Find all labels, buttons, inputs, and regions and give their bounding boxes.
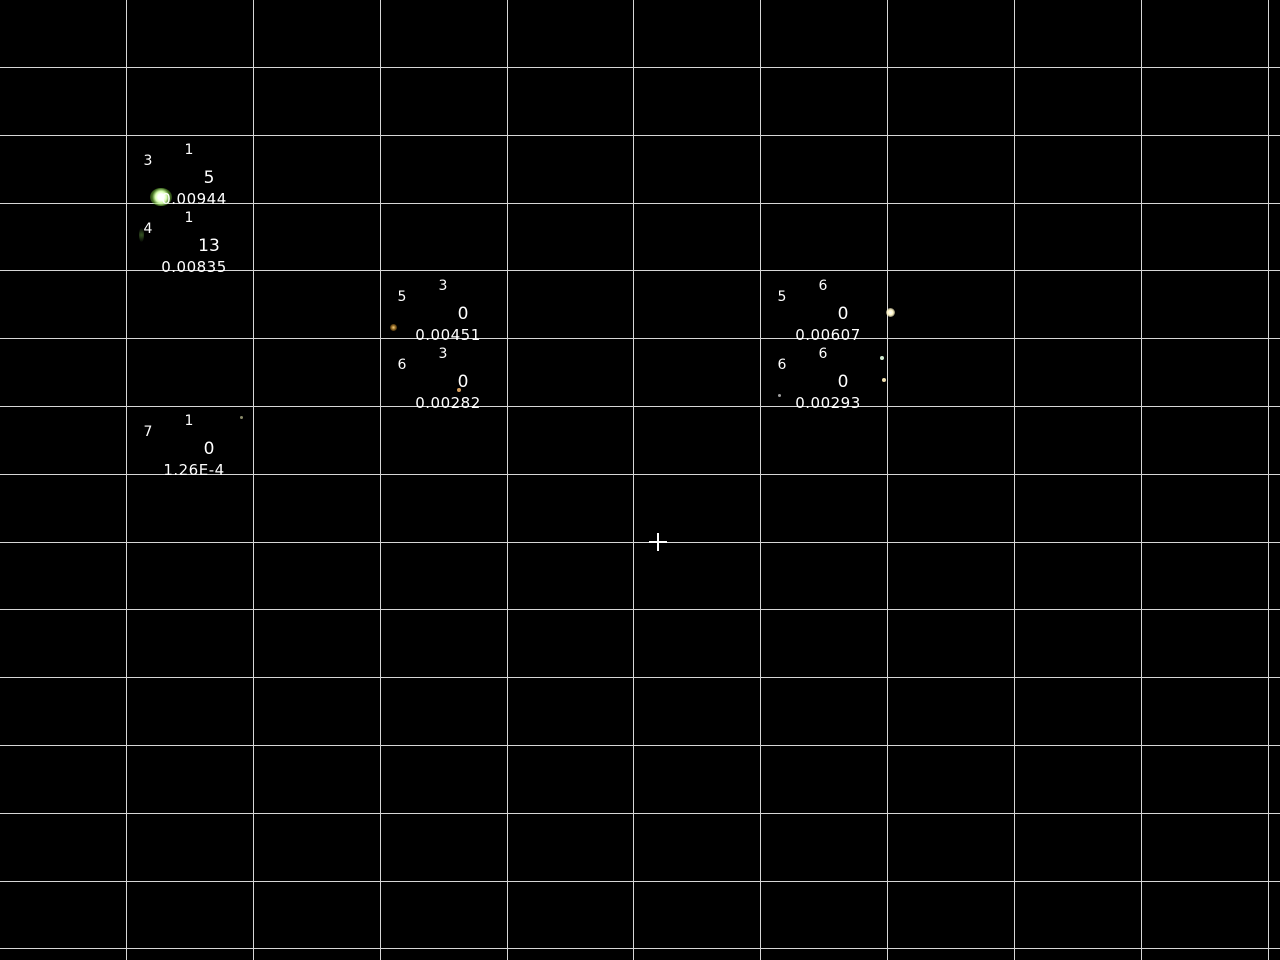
cell-col-index: 4 bbox=[143, 221, 153, 237]
cell-annotation: 1 3 5 0.00944 bbox=[127, 136, 253, 208]
cell-value: 1.26E-4 bbox=[163, 461, 225, 479]
cell-count: 0 bbox=[837, 372, 849, 392]
cell-count: 5 bbox=[203, 168, 215, 188]
cell-row-index: 6 bbox=[818, 278, 828, 294]
cell-row-index: 1 bbox=[184, 413, 194, 429]
star-faint bbox=[882, 378, 886, 382]
cell-annotation: 6 5 0 0.00607 bbox=[761, 272, 887, 344]
cell-count: 0 bbox=[457, 304, 469, 324]
star-faint bbox=[880, 356, 884, 360]
crosshair-cursor bbox=[649, 533, 667, 551]
cell-col-index: 3 bbox=[143, 153, 153, 169]
cell-value: 0.00293 bbox=[795, 394, 861, 412]
cell-value: 0.00451 bbox=[415, 326, 481, 344]
cell-annotation: 1 4 13 0.00835 bbox=[127, 204, 253, 276]
star-faint bbox=[457, 388, 461, 392]
star-dim bbox=[139, 228, 144, 242]
grid-horizontal-lines bbox=[0, 67, 1280, 949]
cell-row-index: 6 bbox=[818, 346, 828, 362]
star-faint bbox=[240, 416, 243, 419]
star-bright bbox=[150, 188, 172, 206]
cell-count: 0 bbox=[837, 304, 849, 324]
cell-annotation: 3 5 0 0.00451 bbox=[381, 272, 507, 344]
cell-row-index: 3 bbox=[438, 346, 448, 362]
cell-annotation: 3 6 0 0.00282 bbox=[381, 340, 507, 412]
cell-annotation: 6 6 0 0.00293 bbox=[761, 340, 887, 412]
cell-col-index: 6 bbox=[777, 357, 787, 373]
cell-row-index: 3 bbox=[438, 278, 448, 294]
star-small bbox=[886, 308, 895, 317]
cell-col-index: 6 bbox=[397, 357, 407, 373]
cell-col-index: 5 bbox=[777, 289, 787, 305]
star-small bbox=[390, 324, 397, 331]
cell-value: 0.00607 bbox=[795, 326, 861, 344]
cell-annotation: 1 7 0 1.26E-4 bbox=[127, 407, 253, 479]
cell-value: 0.00282 bbox=[415, 394, 481, 412]
cell-row-index: 1 bbox=[184, 142, 194, 158]
cell-count: 0 bbox=[457, 372, 469, 392]
grid-vertical-lines bbox=[126, 0, 1269, 960]
cell-count: 13 bbox=[198, 236, 220, 256]
cell-count: 0 bbox=[203, 439, 215, 459]
cell-row-index: 1 bbox=[184, 210, 194, 226]
cell-value: 0.00944 bbox=[161, 190, 227, 208]
cell-col-index: 7 bbox=[143, 424, 153, 440]
star-faint bbox=[778, 394, 781, 397]
cell-col-index: 5 bbox=[397, 289, 407, 305]
cell-value: 0.00835 bbox=[161, 258, 227, 276]
